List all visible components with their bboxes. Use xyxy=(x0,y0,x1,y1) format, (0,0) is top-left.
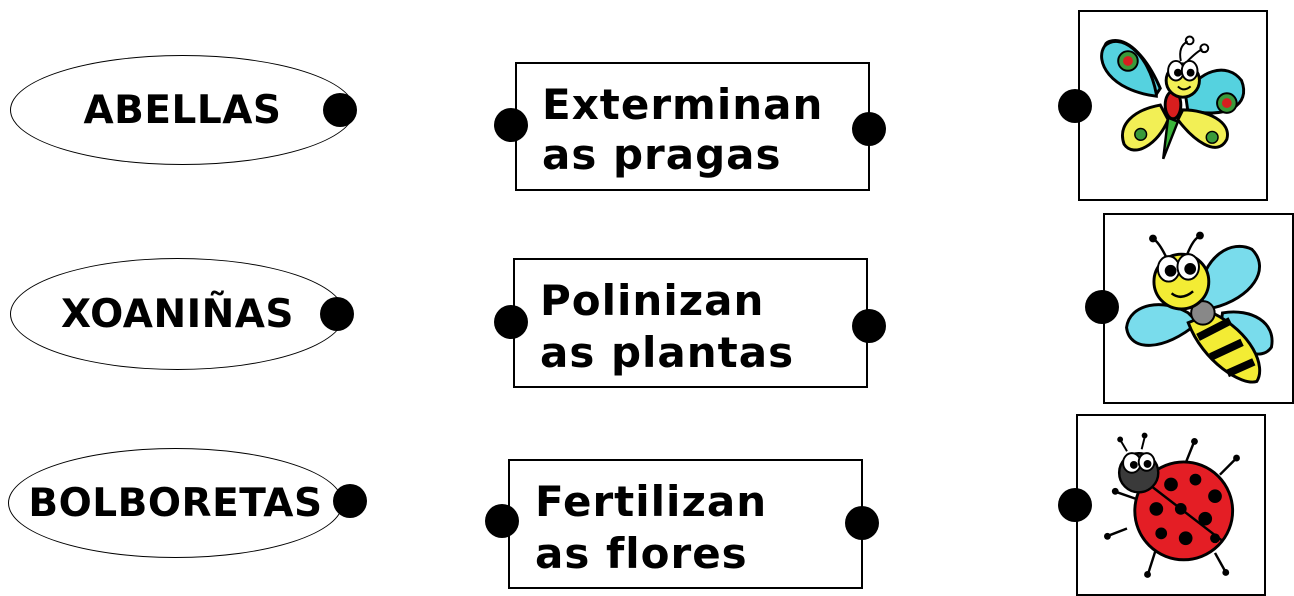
picture-box-bee[interactable] xyxy=(1103,213,1294,404)
connector-dot[interactable] xyxy=(1058,488,1092,522)
butterfly-icon xyxy=(1100,35,1245,160)
insect-oval-abellas[interactable]: ABELLAS xyxy=(10,55,355,165)
action-box-fertilizan[interactable]: Fertilizan as flores xyxy=(508,459,863,589)
insect-oval-xoaninas[interactable]: XOANIÑAS xyxy=(10,258,345,370)
connector-dot[interactable] xyxy=(323,93,357,127)
picture-box-ladybug[interactable] xyxy=(1076,414,1266,596)
action-line: Fertilizan xyxy=(535,477,768,526)
picture-box-butterfly[interactable] xyxy=(1078,10,1268,201)
action-box-exterminan[interactable]: Exterminan as pragas xyxy=(515,62,870,191)
insect-label: XOANIÑAS xyxy=(60,291,295,337)
connector-dot[interactable] xyxy=(333,484,367,518)
connector-dot[interactable] xyxy=(1058,89,1092,123)
action-line: Polinizan xyxy=(540,276,765,325)
connector-dot[interactable] xyxy=(852,309,886,343)
connector-dot[interactable] xyxy=(494,108,528,142)
connector-dot[interactable] xyxy=(845,506,879,540)
bee-icon xyxy=(1125,231,1274,384)
connector-dot[interactable] xyxy=(852,112,886,146)
connector-dot[interactable] xyxy=(494,305,528,339)
connector-dot[interactable] xyxy=(1085,290,1119,324)
action-line: as plantas xyxy=(540,328,795,377)
insect-oval-bolboretas[interactable]: BOLBORETAS xyxy=(8,448,343,558)
action-line: Exterminan xyxy=(542,80,824,129)
connector-dot[interactable] xyxy=(485,504,519,538)
action-box-polinizan[interactable]: Polinizan as plantas xyxy=(513,258,868,388)
insect-label: BOLBORETAS xyxy=(28,480,323,526)
action-line: as pragas xyxy=(542,130,782,179)
ladybug-icon xyxy=(1104,432,1240,578)
action-line: as flores xyxy=(535,529,748,578)
connector-dot[interactable] xyxy=(320,297,354,331)
insect-label: ABELLAS xyxy=(83,87,282,133)
